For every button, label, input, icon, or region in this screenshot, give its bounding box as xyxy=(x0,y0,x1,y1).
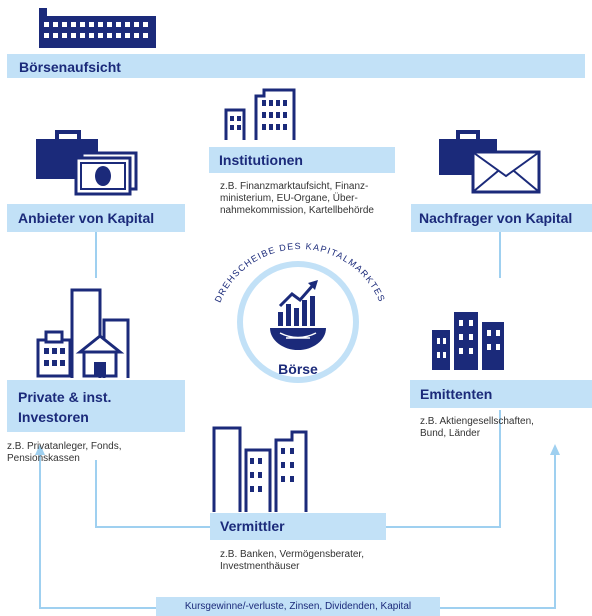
investors-desc-line: z.B. Privatanleger, Fonds, xyxy=(7,441,122,452)
investors-desc-line: Pensionskassen xyxy=(7,453,80,464)
flow-arrow-right xyxy=(550,444,560,455)
issuers-box: Emittenten xyxy=(410,380,592,408)
investors-box: Private & inst. Investoren xyxy=(7,380,185,432)
briefcase-money-icon xyxy=(36,130,138,196)
briefcase-envelope-icon xyxy=(439,130,541,194)
intermediaries-label: Vermittler xyxy=(220,518,285,534)
institutions-label: Institutionen xyxy=(219,152,303,168)
globe-chart-icon xyxy=(270,280,326,350)
issuers-desc-line: Bund, Länder xyxy=(420,428,481,439)
investors-description: z.B. Privatanleger, Fonds, Pensionskasse… xyxy=(7,441,122,465)
issuers-label: Emittenten xyxy=(420,386,493,402)
intermediaries-desc-line: Investmenthäuser xyxy=(220,561,300,572)
issuers-description: z.B. Aktiengesellschaften, Bund, Länder xyxy=(420,416,534,440)
issuers-buildings-icon xyxy=(432,312,504,370)
intermediaries-buildings-icon xyxy=(212,426,308,512)
flow-label: Kursgewinne/-verluste, Zinsen, Dividende… xyxy=(156,597,440,616)
supervision-box: Börsenaufsicht xyxy=(7,54,585,78)
intermediaries-desc-line: z.B. Banken, Vermögensberater, xyxy=(220,549,364,560)
supervision-label: Börsenaufsicht xyxy=(19,59,121,75)
investors-label-line: Private & inst. xyxy=(18,389,112,405)
hub-label: Börse xyxy=(278,361,318,377)
investors-label-line: Investoren xyxy=(18,409,89,425)
institutions-buildings-icon xyxy=(224,88,296,140)
demanders-box: Nachfrager von Kapital xyxy=(411,204,592,232)
institutions-desc-line: z.B. Finanzmarktaufsicht, Finanz- xyxy=(220,181,369,192)
institutions-description: z.B. Finanzmarktaufsicht, Finanz- minist… xyxy=(220,181,374,217)
institutions-desc-line: ministerium, EU-Organe, Über- xyxy=(220,193,358,204)
connector-investors-intermediaries xyxy=(95,460,212,528)
institutions-desc-line: nahmekommission, Kartellbehörde xyxy=(220,205,374,216)
institutions-box: Institutionen xyxy=(209,147,395,173)
suppliers-box: Anbieter von Kapital xyxy=(7,204,185,232)
investors-buildings-icon xyxy=(36,288,130,378)
intermediaries-box: Vermittler xyxy=(210,513,386,540)
supervision-building-icon xyxy=(39,8,156,48)
intermediaries-description: z.B. Banken, Vermögensberater, Investmen… xyxy=(220,549,364,573)
issuers-desc-line: z.B. Aktiengesellschaften, xyxy=(420,416,534,427)
demanders-label: Nachfrager von Kapital xyxy=(419,210,573,226)
connector-issuers-intermediaries xyxy=(385,410,501,528)
suppliers-label: Anbieter von Kapital xyxy=(18,210,155,226)
flow-arrow-left xyxy=(35,444,45,455)
